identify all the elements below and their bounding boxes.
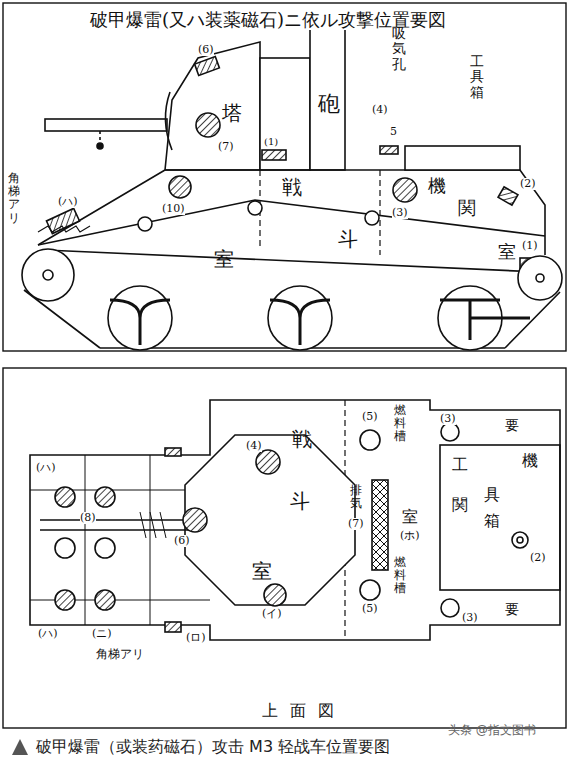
part-label: 機 bbox=[428, 176, 446, 196]
callout-number: (1) bbox=[522, 240, 538, 252]
callout-number: (4) bbox=[246, 440, 262, 452]
callout-number: (ホ) bbox=[400, 530, 420, 542]
callout-number: (1) bbox=[264, 136, 278, 147]
part-label: 燃料槽 bbox=[394, 404, 406, 444]
part-label: 斗 bbox=[290, 490, 310, 512]
caption: 破甲爆雷（或装药磁石）攻击 M3 轻战车位置要图 bbox=[36, 738, 390, 756]
part-label: 吸気孔 bbox=[392, 26, 406, 72]
callout-number: (2) bbox=[520, 178, 536, 190]
part-label: 箱 bbox=[484, 512, 500, 530]
callout-number: (3) bbox=[392, 207, 408, 219]
callout-number: (4) bbox=[372, 104, 388, 116]
part-label: 排気 bbox=[350, 484, 362, 510]
callout-number: (7) bbox=[348, 518, 364, 530]
part-label: 室 bbox=[498, 242, 516, 262]
callout-number: (10) bbox=[162, 203, 185, 215]
part-label: 室 bbox=[252, 560, 272, 582]
callout-number: 5 bbox=[390, 126, 397, 138]
callout-number: (3) bbox=[462, 612, 478, 624]
part-label: 工具箱 bbox=[470, 54, 484, 100]
part-label: 燃料槽 bbox=[394, 556, 406, 596]
callout-number: (ハ) bbox=[58, 196, 78, 208]
callout-number: (イ) bbox=[262, 608, 282, 620]
part-label: 角梯アリ bbox=[8, 172, 20, 225]
part-label: 関 bbox=[452, 496, 468, 514]
part-label: 砲 bbox=[318, 92, 340, 116]
watermark: 头条 @指文图书 bbox=[448, 724, 536, 737]
callout-number: (7) bbox=[218, 141, 234, 153]
part-label: 塔 bbox=[222, 102, 242, 124]
callout-number: (ニ) bbox=[92, 628, 112, 640]
part-label: 機 bbox=[522, 452, 538, 470]
callout-number: (ハ) bbox=[36, 462, 56, 474]
callout-number: (6) bbox=[198, 44, 214, 56]
callout-number: (6) bbox=[174, 535, 190, 547]
part-label: 工 bbox=[452, 456, 468, 474]
callout-number: (5) bbox=[362, 411, 378, 423]
callout-number: (ハ) bbox=[38, 628, 58, 640]
part-label: 要 bbox=[505, 418, 519, 433]
part-label: 具 bbox=[484, 486, 500, 504]
part-label: 戦 bbox=[282, 176, 302, 198]
part-label: 関 bbox=[458, 198, 476, 218]
part-label: 要 bbox=[505, 602, 519, 617]
part-label: 室 bbox=[402, 508, 418, 526]
part-label: 上面図 bbox=[262, 702, 346, 720]
callout-number: (3) bbox=[440, 413, 456, 425]
callout-number: (8) bbox=[80, 512, 96, 524]
part-label: 角梯アリ bbox=[96, 648, 144, 661]
part-label: 室 bbox=[214, 248, 234, 270]
part-label: 斗 bbox=[338, 228, 358, 250]
callout-number: (ロ) bbox=[186, 632, 206, 644]
callout-number: (5) bbox=[362, 603, 378, 615]
callout-number: (2) bbox=[530, 552, 546, 564]
part-label: 戦 bbox=[292, 428, 312, 450]
